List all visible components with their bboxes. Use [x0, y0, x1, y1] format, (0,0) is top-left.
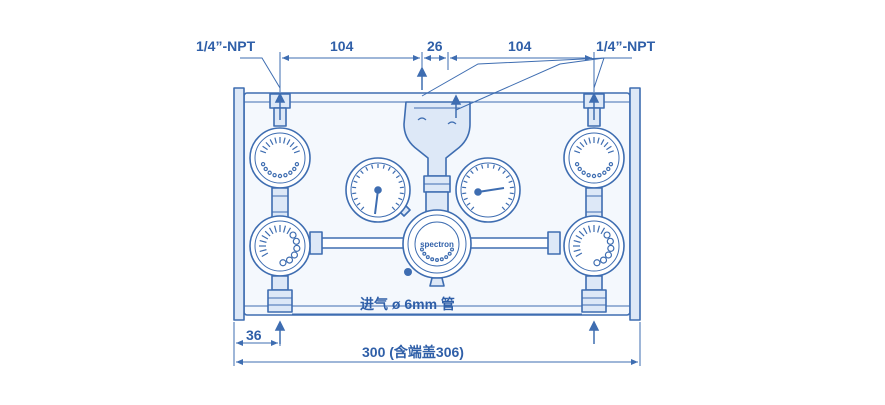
brand-logo: spectron — [420, 240, 454, 249]
inlet-pipe-right — [468, 238, 550, 248]
dim-label-36: 36 — [246, 327, 262, 343]
flow-arrow-icon — [276, 322, 284, 344]
inlet-pipe-left — [320, 238, 406, 248]
gauge-tick — [352, 193, 356, 194]
npt-leader-center-1 — [422, 58, 604, 96]
flow-arrow-icon — [590, 322, 598, 344]
dim-label-26: 26 — [427, 38, 443, 54]
npt-leader-right — [594, 58, 632, 88]
end-cap-right — [630, 88, 640, 320]
gauge-tick — [510, 193, 514, 194]
npt-label-right: 1/4”-NPT — [596, 38, 656, 54]
end-cap-left — [234, 88, 244, 320]
dim-label-104-left: 104 — [330, 38, 354, 54]
gauge-tick — [462, 193, 466, 194]
gauge-tick — [400, 193, 404, 194]
dim-label-104-right: 104 — [508, 38, 532, 54]
dim-label-300: 300 (含端盖306) — [362, 344, 464, 360]
npt-label-left: 1/4”-NPT — [196, 38, 256, 54]
npt-leader-left — [240, 58, 280, 88]
inlet-label: 进气 ø 6mm 管 — [360, 296, 455, 312]
flow-arrow-icon — [418, 68, 426, 90]
